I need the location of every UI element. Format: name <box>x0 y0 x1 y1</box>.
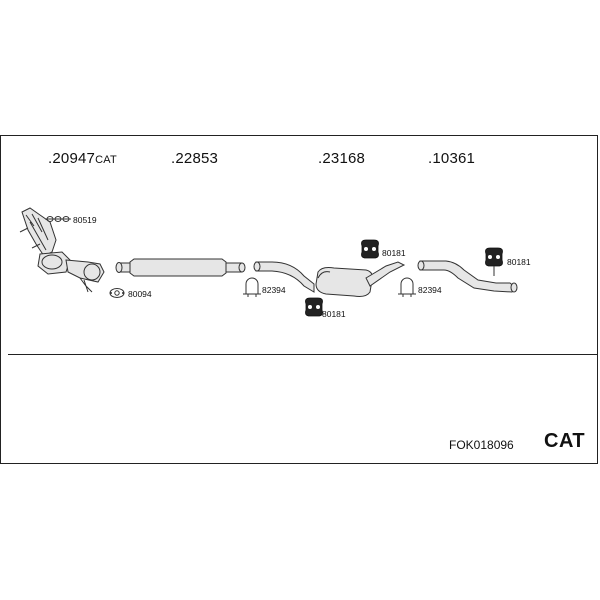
front-pipe <box>115 258 246 277</box>
diagram-frame <box>0 135 598 464</box>
label-hanger-upper: 80181 <box>382 248 406 258</box>
tail-pipe <box>417 260 518 293</box>
label-clamp-left: 82394 <box>262 285 286 295</box>
catalyst-manifold <box>19 207 105 293</box>
part-number-front-pipe: .22853 <box>171 150 219 167</box>
clamp-left-icon <box>243 277 261 297</box>
diagram-divider <box>8 354 598 355</box>
hanger-rear-icon <box>485 247 503 276</box>
label-clamp-right: 82394 <box>418 285 442 295</box>
part-number-middle-silencer: .23168 <box>318 150 366 167</box>
hanger-lower-icon <box>305 297 323 317</box>
label-gasket-front: 80094 <box>128 289 152 299</box>
middle-silencer <box>253 261 406 297</box>
reference-number: FOK018096 <box>449 438 514 452</box>
part-number-catalyst: .20947CAT <box>48 150 117 167</box>
clamp-right-icon <box>398 277 416 297</box>
gasket-top-icon <box>45 216 71 222</box>
label-gasket-top: 80519 <box>73 215 97 225</box>
hanger-upper-icon <box>361 239 379 259</box>
cat-badge: CAT <box>544 430 586 452</box>
part-number-tail-pipe: .10361 <box>428 150 476 167</box>
label-hanger-rear: 80181 <box>507 257 531 267</box>
gasket-front-icon <box>109 288 125 298</box>
label-hanger-lower: 80181 <box>322 309 346 319</box>
